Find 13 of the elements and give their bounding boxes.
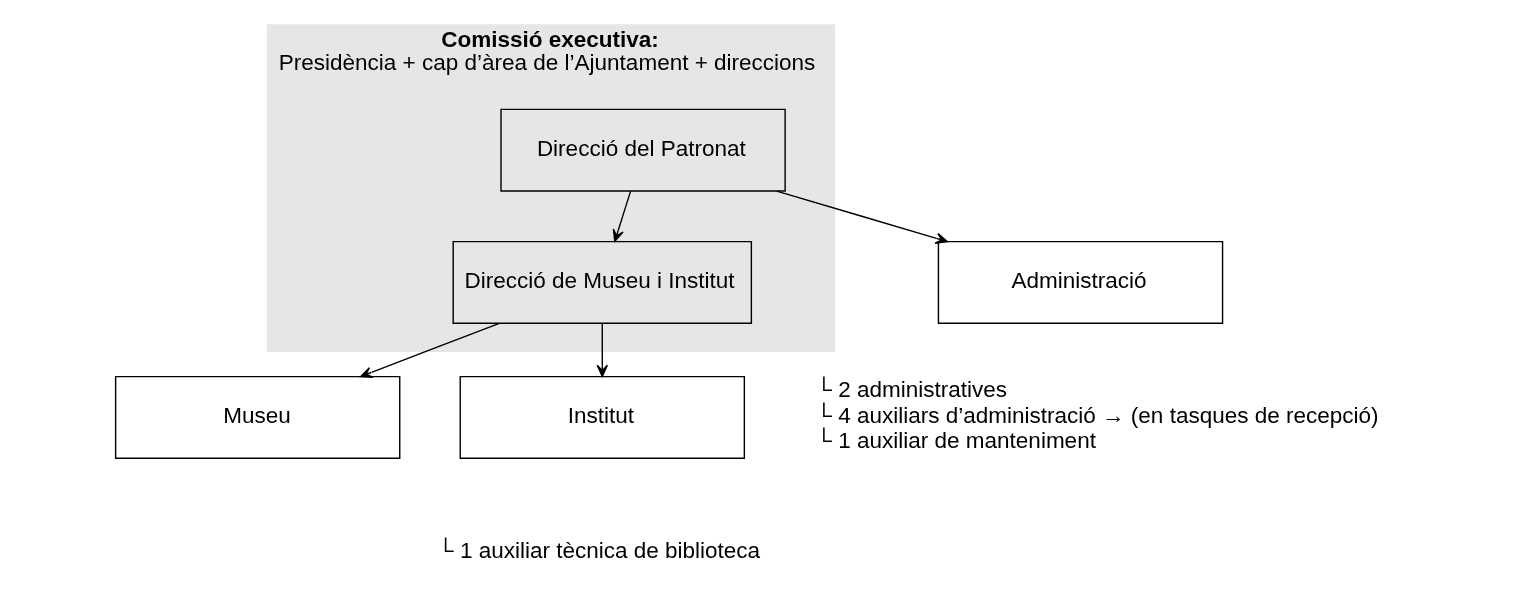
arrow <box>776 190 949 244</box>
node-label: └ 1 auxiliar tècnica de biblioteca <box>437 537 761 563</box>
node-label: └ 4 auxiliars d’administració → (en tasques de recepció) <box>816 402 1379 428</box>
node-box: Direcció de Museu i Institut <box>452 240 753 324</box>
node-box: Institut <box>459 375 746 459</box>
node-box: Museu <box>114 375 401 459</box>
node-box: Direcció del Patronat <box>500 108 786 192</box>
arrow <box>359 322 501 378</box>
node-label: └ 1 auxiliar de manteniment <box>816 428 1096 454</box>
node-box: Administració <box>937 240 1224 324</box>
arrow <box>612 190 632 242</box>
node-label: └ 2 administratives <box>816 377 1008 403</box>
arrow <box>596 322 609 378</box>
